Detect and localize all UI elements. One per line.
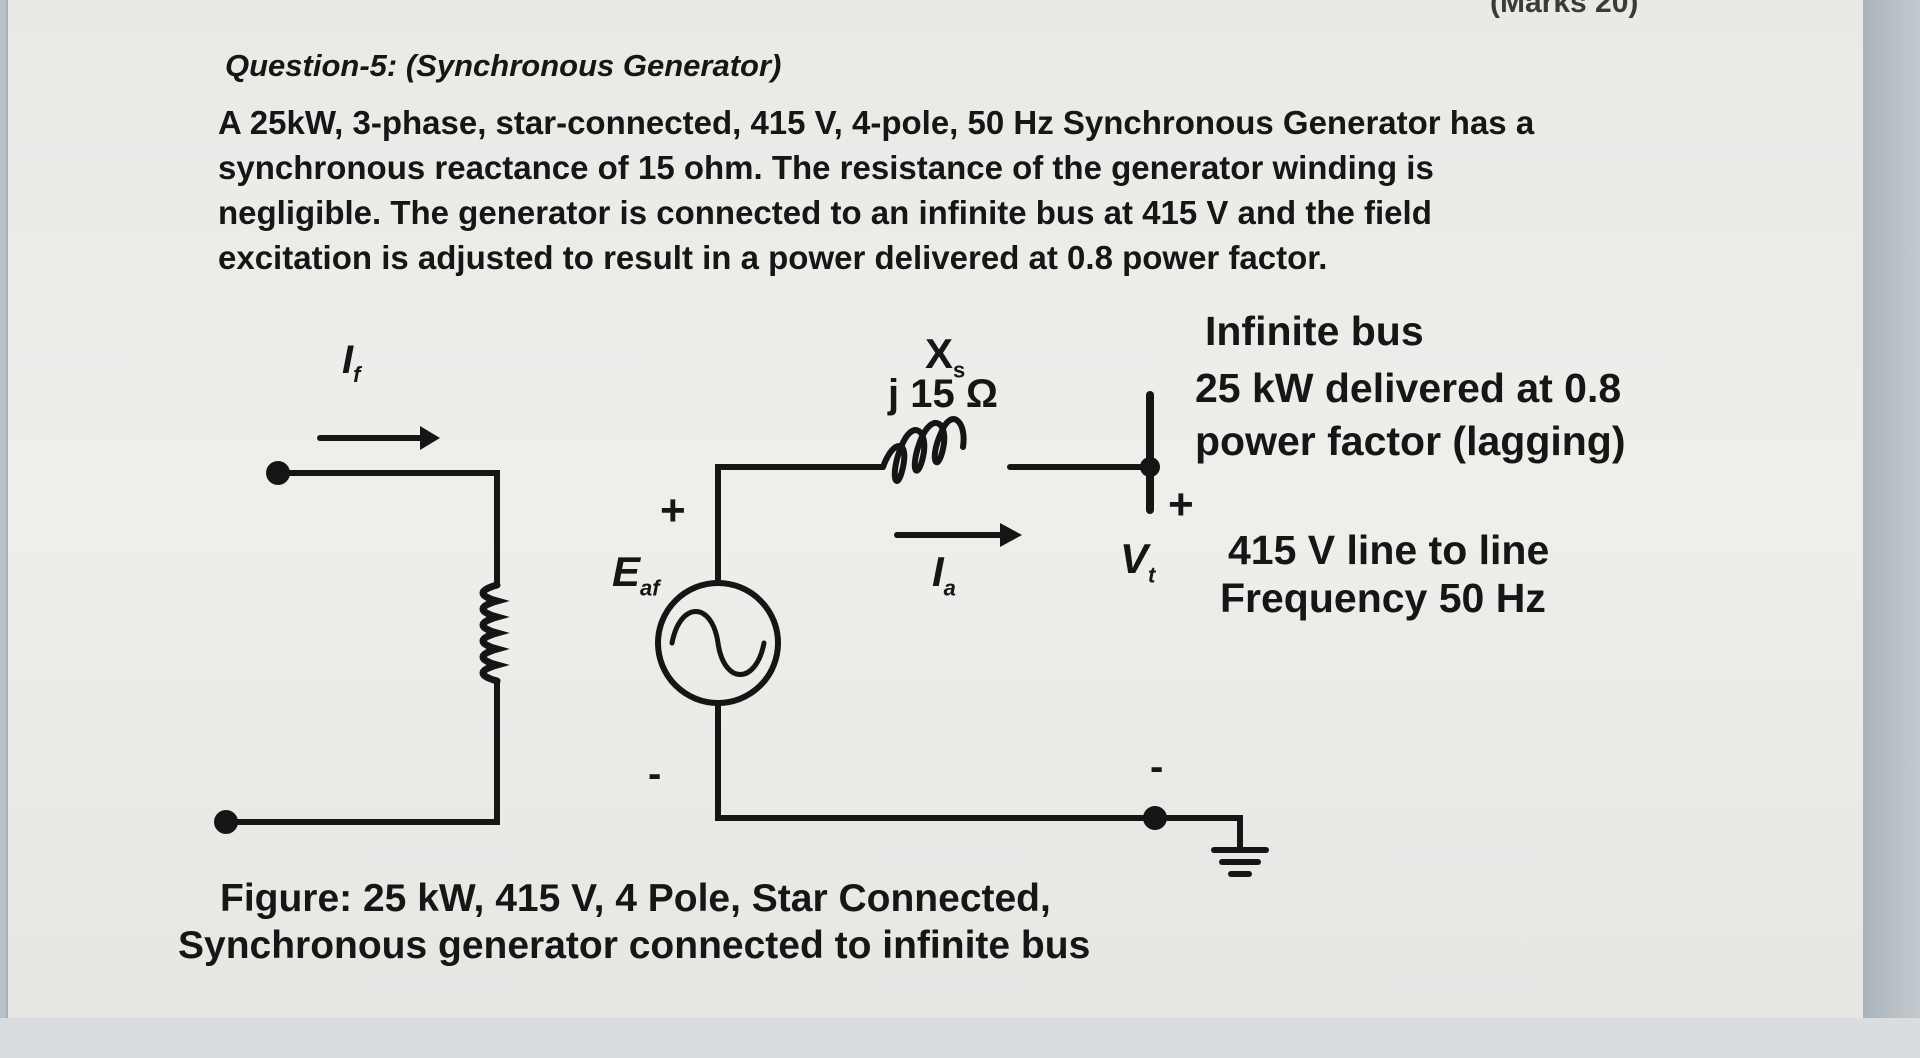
terminal-plus-sign: + (1168, 480, 1194, 529)
field-winding-icon (479, 581, 510, 685)
armature-current-label: Ia (932, 548, 956, 601)
screen-bottom-strip (0, 1018, 1920, 1058)
reactance-coil-icon (880, 416, 967, 484)
armature-top-wire (715, 464, 886, 586)
caption-line: Figure: 25 kW, 415 V, 4 Pole, Star Conne… (220, 877, 1051, 920)
bus-terminal-top (1140, 457, 1160, 477)
bus-terminal-bottom (1143, 806, 1167, 830)
bus-frequency-line: Frequency 50 Hz (1220, 575, 1546, 621)
field-terminal-top (266, 461, 290, 485)
terminal-voltage-label: Vt (1120, 535, 1156, 588)
field-current-label: If (342, 338, 361, 387)
field-terminal-bottom (214, 810, 238, 834)
document-page (8, 0, 1863, 1018)
sine-wave-icon (669, 609, 767, 677)
question-title: Question-5: (Synchronous Generator) (225, 48, 782, 83)
question-line: A 25kW, 3-phase, star-connected, 415 V, … (218, 104, 1535, 141)
emf-plus-sign: + (660, 486, 686, 535)
screen-edge (1863, 0, 1920, 1018)
question-line: synchronous reactance of 15 ohm. The res… (218, 149, 1434, 186)
caption-line: Synchronous generator connected to infin… (178, 924, 1091, 967)
field-arrow-head (420, 426, 440, 450)
armature-arrow-head (1000, 523, 1022, 547)
figure-caption: Figure: 25 kW, 415 V, 4 Pole, Star Conne… (178, 875, 1090, 969)
reactance-symbol: Xs (925, 330, 966, 383)
bus-title: Infinite bus (1205, 308, 1424, 354)
question-line: negligible. The generator is connected t… (218, 194, 1432, 231)
emf-minus-sign: - (648, 752, 662, 796)
reactance-value: j 15 Ω (888, 372, 998, 416)
question-line: excitation is adjusted to result in a po… (218, 239, 1328, 276)
bus-pf-line: power factor (lagging) (1195, 418, 1626, 464)
bus-voltage-line: 415 V line to line (1228, 527, 1550, 573)
question-text: A 25kW, 3-phase, star-connected, 415 V, … (218, 100, 1718, 280)
terminal-minus-sign: - (1150, 745, 1164, 789)
field-top-wire (275, 470, 500, 588)
bus-power-line: 25 kW delivered at 0.8 (1195, 365, 1622, 411)
field-bottom-wire (223, 678, 500, 825)
marks-label: (Marks 20) (1490, 0, 1639, 19)
emf-label: Eaf (612, 548, 660, 601)
